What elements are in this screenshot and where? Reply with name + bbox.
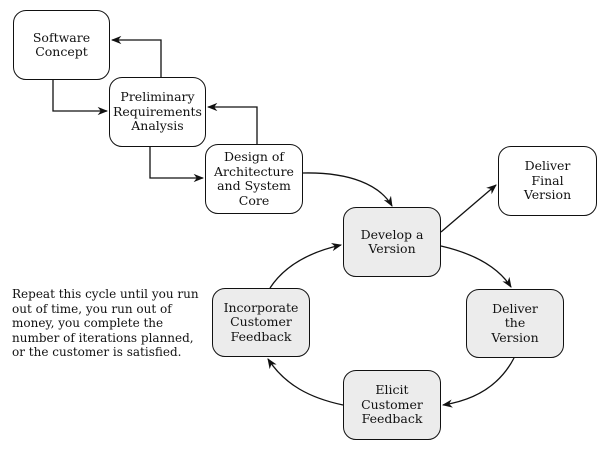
edge-develop-to-deliver [440, 245, 512, 288]
edge-requirements-to-design [149, 147, 205, 183]
edge-develop-to-final [440, 184, 497, 233]
node-label: Incorporate Customer Feedback [223, 299, 299, 344]
note-line: number of iterations planned, [12, 330, 194, 345]
node-label: Develop a Version [360, 226, 424, 256]
note-line: money, you complete the [12, 316, 164, 330]
edge-design-to-requirements [206, 102, 258, 144]
note-line: out of time, you run out of [12, 301, 172, 316]
edge-incorporate-to-develop [269, 243, 343, 289]
node-label: Deliver the Version [491, 300, 539, 345]
edge-deliver-to-elicit [441, 357, 515, 408]
edge-design-to-develop [302, 172, 393, 207]
node-incorporate-customer-feedback: Incorporate Customer Feedback [212, 288, 310, 357]
edge-requirements-to-concept [110, 35, 162, 77]
node-label: Design of Architecture and System Core [214, 149, 294, 208]
node-deliver-final-version: Deliver Final Version [498, 146, 597, 216]
node-software-concept: Software Concept [13, 10, 110, 80]
node-preliminary-requirements-analysis: Preliminary Requirements Analysis [109, 77, 206, 147]
node-deliver-the-version: Deliver the Version [466, 289, 564, 358]
note-line: Repeat this cycle until you run [12, 287, 199, 301]
node-label: Software Concept [32, 29, 91, 59]
node-elicit-customer-feedback: Elicit Customer Feedback [343, 370, 441, 440]
node-design-architecture-system-core: Design of Architecture and System Core [205, 144, 303, 214]
node-label: Deliver Final Version [523, 158, 572, 203]
node-label: Elicit Customer Feedback [361, 382, 423, 427]
node-develop-a-version: Develop a Version [343, 207, 441, 277]
repeat-cycle-note: Repeat this cycle until you run out of t… [12, 287, 212, 360]
note-line: or the customer is satisfied. [12, 345, 182, 359]
edge-elicit-to-incorporate [267, 358, 344, 406]
node-label: Preliminary Requirements Analysis [113, 89, 202, 134]
edge-concept-to-requirements [52, 80, 109, 116]
